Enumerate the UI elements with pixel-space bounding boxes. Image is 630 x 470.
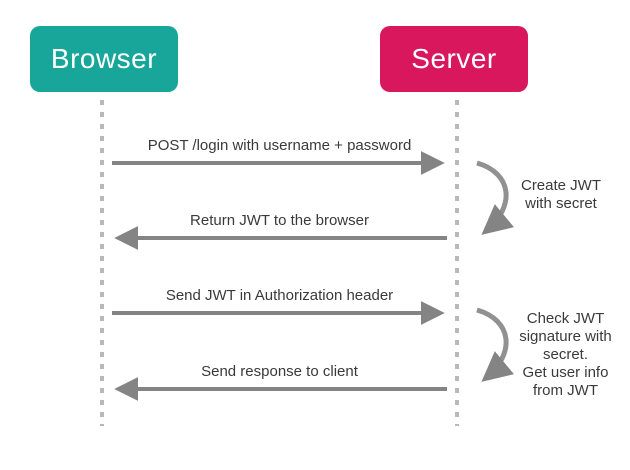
self-arrow-check-jwt	[476, 307, 515, 382]
message-label-send-response: Send response to client	[201, 363, 358, 380]
server-action-create-jwt: Create JWT with secret	[520, 177, 601, 212]
server-action-check-jwt: Check JWT signature with secret. Get use…	[519, 310, 612, 399]
actor-browser-box: Browser	[30, 26, 178, 92]
message-label-return-jwt: Return JWT to the browser	[190, 212, 369, 229]
actor-browser-label: Browser	[50, 43, 158, 74]
actor-server-label: Server	[411, 43, 497, 74]
message-label-post-login: POST /login with username + password	[147, 137, 412, 154]
actor-server-box: Server	[380, 26, 528, 92]
message-label-send-jwt: Send JWT in Authorization header	[165, 287, 394, 304]
self-arrow-create-jwt	[476, 160, 515, 235]
